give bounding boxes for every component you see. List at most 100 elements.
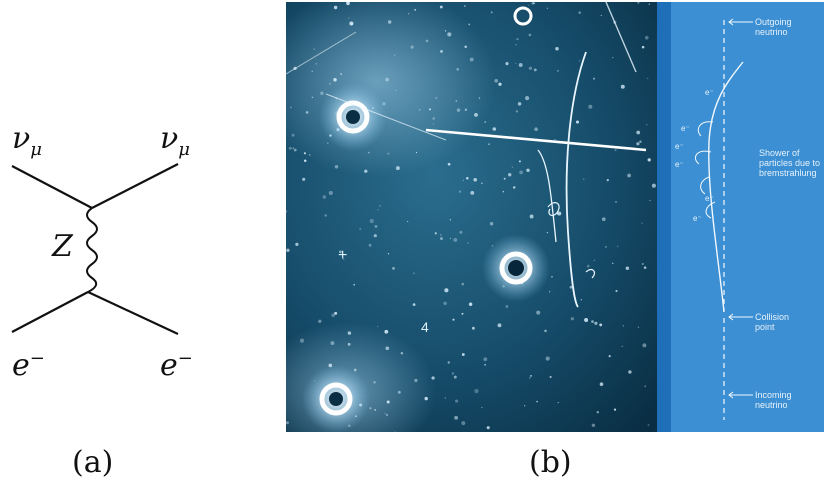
bubble-speck	[531, 2, 535, 5]
bubble-speck	[439, 237, 444, 241]
bubble-speck	[625, 266, 630, 271]
bubble-speck	[627, 173, 631, 178]
bubble-speck	[473, 178, 477, 182]
bubble-speck	[492, 127, 497, 131]
bubble-speck	[583, 178, 585, 180]
bubble-speck	[503, 177, 506, 180]
bubble-speck	[459, 230, 463, 234]
bubble-speck	[311, 96, 314, 99]
bubble-speck	[320, 91, 324, 96]
bubble-speck	[596, 411, 599, 414]
neutrino-in-line	[11, 165, 93, 209]
bubble-speck	[518, 63, 523, 67]
bubble-speck	[353, 283, 356, 286]
bubble-speck	[439, 5, 443, 9]
bubble-speck	[614, 149, 617, 152]
bubble-speck	[454, 415, 459, 420]
bubble-speck	[467, 242, 469, 244]
bubble-speck	[647, 424, 650, 426]
caption-a: (a)	[72, 445, 114, 480]
bubble-speck	[415, 151, 418, 154]
bubble-speck	[291, 133, 295, 137]
bubble-speck	[536, 310, 541, 315]
bubble-speck	[621, 345, 623, 347]
bubble-speck	[443, 301, 447, 306]
bubble-speck	[578, 60, 581, 62]
bubble-speck	[447, 32, 452, 37]
bubble-speck	[546, 231, 549, 234]
bubble-speck	[593, 259, 595, 261]
bubble-ring-center	[482, 234, 550, 302]
bubble-speck	[464, 5, 466, 7]
label-outgoing-neutrino: Outgoing neutrino	[755, 17, 792, 37]
bubble-speck	[315, 63, 318, 65]
bubble-speck	[551, 275, 553, 278]
bubble-speck	[471, 326, 475, 330]
shower-track	[708, 61, 744, 313]
bubble-speck	[533, 68, 537, 72]
bubble-speck	[515, 110, 519, 113]
bubble-speck	[517, 102, 522, 106]
electron-label-4: e⁻	[675, 160, 684, 169]
bubble-speck	[628, 370, 632, 374]
bubble-speck	[481, 406, 483, 409]
bubble-speck	[455, 100, 458, 102]
bubble-speck	[615, 289, 618, 293]
bubble-speck	[528, 66, 532, 70]
bubble-speck	[333, 5, 338, 10]
bubble-speck	[453, 237, 458, 242]
bubble-speck	[545, 356, 550, 361]
bubble-speck	[554, 139, 556, 141]
bubble-speck	[617, 245, 619, 248]
bubble-speck	[384, 329, 389, 334]
track-schematic	[657, 2, 753, 432]
z-boson-propagator	[86, 207, 98, 293]
bubble-speck	[313, 48, 316, 50]
track-schematic-panel: Outgoing neutrino Shower of particles du…	[657, 2, 824, 432]
bubble-speck	[385, 346, 390, 351]
bubble-speck	[612, 262, 614, 265]
bubble-speck	[385, 413, 389, 417]
bubble-speck	[308, 154, 311, 156]
shower-track-1	[565, 51, 587, 308]
bubble-speck	[557, 70, 559, 72]
label-electron-bottom-left: e−	[12, 348, 45, 383]
bubble-speck	[497, 323, 502, 328]
bubble-speck	[641, 262, 644, 266]
bubble-speck	[286, 421, 289, 425]
bubble-speck	[385, 77, 389, 82]
bubble-speck	[458, 190, 462, 193]
bubble-speck	[484, 363, 486, 366]
bubble-speck	[468, 302, 473, 306]
bubble-speck	[418, 108, 421, 111]
bubble-speck	[369, 407, 372, 410]
label-neutrino-top-right: νμ	[160, 121, 190, 160]
bubble-speck	[368, 243, 372, 247]
bubble-speck	[364, 169, 368, 173]
bubble-speck	[286, 210, 288, 213]
svg-text:4: 4	[421, 319, 429, 335]
bubble-speck	[651, 183, 656, 188]
neutrino-out-line	[91, 163, 179, 209]
bubble-speck	[555, 46, 559, 51]
bubble-speck	[511, 166, 514, 168]
bubble-speck	[546, 7, 549, 10]
bubble-speck	[449, 237, 451, 239]
bubble-speck	[374, 409, 377, 411]
bubble-speck	[322, 195, 327, 199]
bubble-speck	[414, 378, 418, 383]
bubble-speck	[413, 272, 415, 274]
bubble-speck	[644, 385, 647, 388]
bubble-speck	[474, 389, 479, 394]
bubble-speck	[578, 11, 581, 14]
bubble-speck	[516, 37, 519, 41]
bubble-speck	[328, 190, 333, 196]
bubble-speck	[586, 264, 590, 268]
bubble-speck	[293, 148, 297, 152]
bubble-speck	[529, 214, 534, 219]
bubble-speck	[453, 375, 457, 379]
bubble-speck	[444, 288, 449, 293]
bubble-speck	[486, 426, 490, 430]
bubble-speck	[433, 123, 434, 125]
bubble-speck	[505, 305, 509, 308]
